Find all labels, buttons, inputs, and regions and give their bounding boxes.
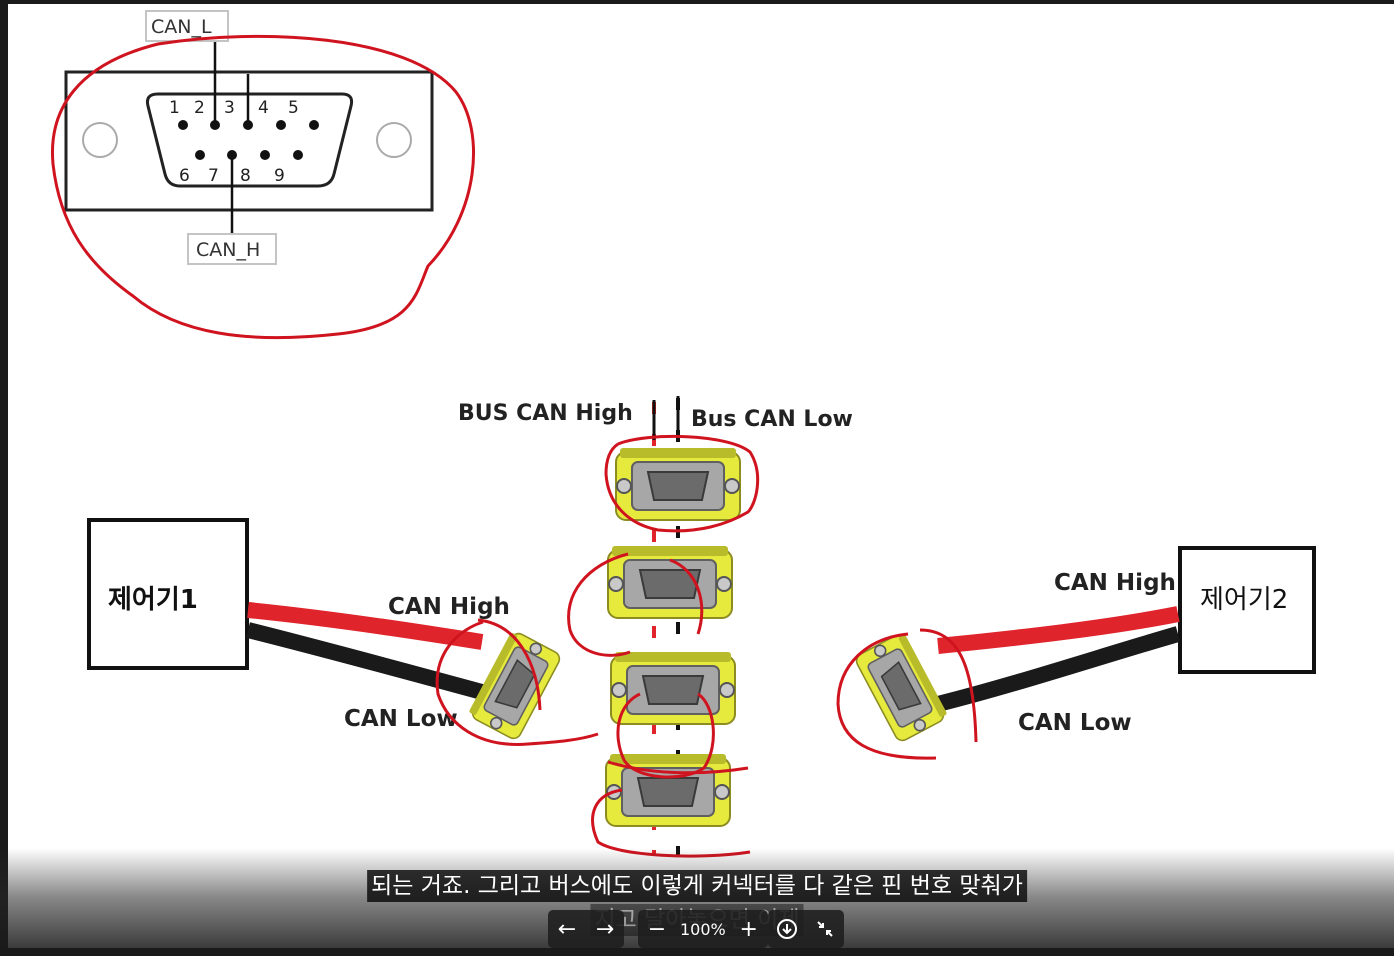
bus-can-high-label: BUS CAN High xyxy=(458,401,633,426)
controller1-black-wire xyxy=(246,622,485,700)
annotation-circle xyxy=(567,552,631,657)
arrow-left-icon[interactable]: ← xyxy=(557,916,577,942)
subtitle-line-1: 되는 거죠. 그리고 버스에도 이렇게 커넥터를 다 같은 핀 번호 맞춰가 xyxy=(367,870,1027,902)
can-h-label: CAN_H xyxy=(196,239,260,261)
annotation-circle xyxy=(616,692,715,779)
controller2-red-wire xyxy=(937,606,1180,654)
action-group xyxy=(767,910,844,948)
pin-number: 7 xyxy=(208,166,219,186)
bus-can-low-label: Bus CAN Low xyxy=(691,407,853,432)
download-icon[interactable] xyxy=(768,910,806,948)
bus-connector xyxy=(615,447,741,521)
annotation-circle xyxy=(919,628,978,743)
annotation-circle xyxy=(836,632,937,760)
controller2-can-high-label: CAN High xyxy=(1054,570,1176,596)
controller1-can-low-label: CAN Low xyxy=(344,706,458,732)
nav-group: ← → xyxy=(548,910,624,948)
pin-number: 9 xyxy=(274,166,285,186)
pin-number: 2 xyxy=(194,98,205,118)
pin-number: 5 xyxy=(288,98,299,118)
annotation-line xyxy=(607,760,749,775)
db9-connector: 1 2 3 4 5 6 7 8 9 CAN_L CAN_H xyxy=(64,10,434,265)
arrow-right-icon[interactable]: → xyxy=(595,916,615,942)
can-l-label: CAN_L xyxy=(151,16,212,38)
pin-number: 6 xyxy=(179,166,190,186)
collapse-icon[interactable] xyxy=(806,910,844,948)
zoom-level: 100% xyxy=(680,919,726,939)
pin-number: 3 xyxy=(224,98,235,118)
controller2-label: 제어기2 xyxy=(1200,585,1288,615)
controller2-black-wire xyxy=(936,626,1181,712)
bus-connector xyxy=(607,545,733,619)
annotation-circle xyxy=(435,620,599,746)
pin-number: 8 xyxy=(240,166,251,186)
pin-number: 1 xyxy=(169,98,180,118)
media-toolbar: ← → − 100% + xyxy=(548,910,886,948)
controller1-red-wire xyxy=(247,602,484,650)
pin-number: 4 xyxy=(258,98,269,118)
annotation-circle xyxy=(477,618,542,711)
zoom-group: − 100% + xyxy=(638,910,768,948)
can-wiring-diagram: 1 2 3 4 5 6 7 8 9 CAN_L CAN_H BUS CAN Hi… xyxy=(50,10,1316,858)
bus-connector xyxy=(610,651,736,725)
annotation-circle xyxy=(50,34,476,340)
controller1-label: 제어기1 xyxy=(108,585,198,615)
controller2-can-low-label: CAN Low xyxy=(1018,710,1132,736)
controller1-can-high-label: CAN High xyxy=(388,594,510,620)
annotation-circle xyxy=(669,558,704,635)
controller1-box xyxy=(87,518,249,670)
controller2-box xyxy=(1178,546,1316,674)
plus-icon[interactable]: + xyxy=(739,916,758,942)
minus-icon[interactable]: − xyxy=(647,916,667,942)
video-frame: 1 2 3 4 5 6 7 8 9 CAN_L CAN_H BUS CAN Hi… xyxy=(8,4,1394,948)
annotation-circle xyxy=(604,434,760,533)
